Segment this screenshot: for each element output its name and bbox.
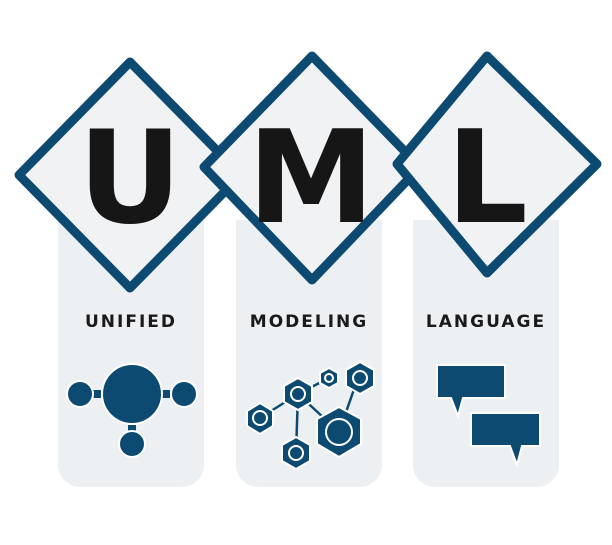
letter-m: M [247, 104, 374, 253]
molecule-nodes-icon [246, 360, 375, 471]
diamond-l: L [392, 51, 602, 278]
letter-l: L [446, 104, 528, 253]
letter-u: U [78, 104, 182, 253]
label-language: LANGUAGE [425, 312, 547, 332]
diamond-m: M [199, 51, 425, 285]
diamond-u: U [14, 57, 246, 293]
chat-bubbles-icon [436, 364, 541, 469]
label-unified: UNIFIED [84, 312, 178, 332]
network-hub-icon [66, 363, 198, 458]
label-modeling: MODELING [249, 312, 369, 332]
